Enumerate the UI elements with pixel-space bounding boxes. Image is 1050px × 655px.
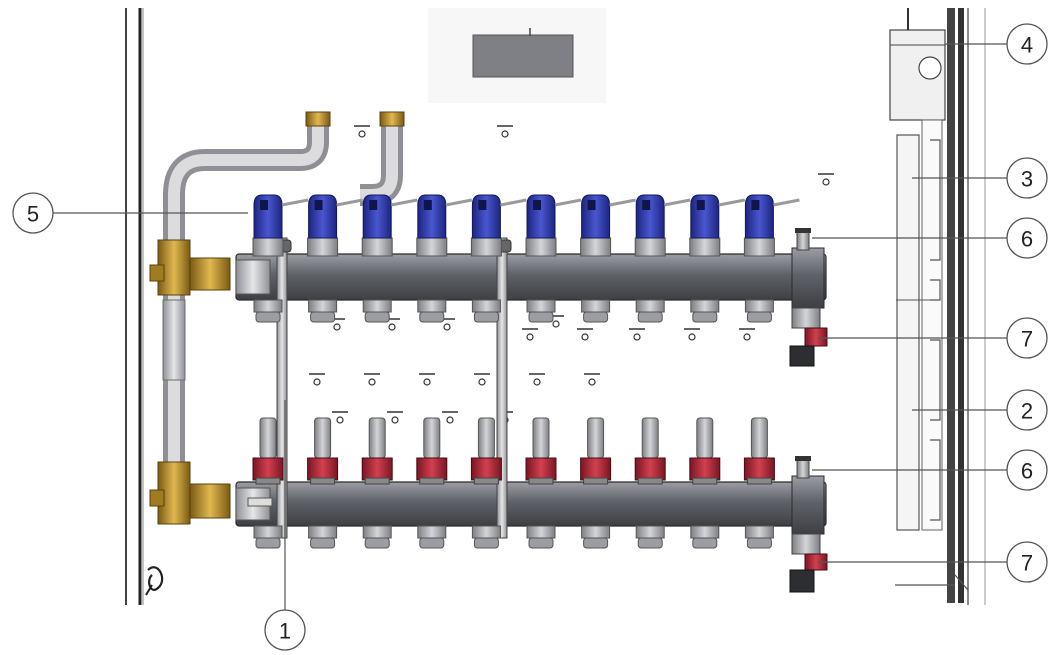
inlet-pipes [162,111,405,465]
return-flowmeter-8 [634,417,666,485]
return-flowmeter-1 [252,417,284,485]
callout-3: 3 [912,157,1048,199]
supply-valve-2 [307,194,363,257]
mounting-hole-9 [629,328,645,341]
supply-manifold [235,247,827,309]
return-flowmeter-9 [689,417,721,485]
supply-outlet-9 [690,299,720,323]
callout-2-label: 2 [1021,399,1033,424]
vent-drain-units [789,228,828,593]
return-flowmeter-6 [525,417,557,485]
return-outlet-1 [253,525,283,549]
callout-7-top: 7 [818,317,1048,359]
mounting-hole-8 [577,328,593,341]
wing-nut-icon [145,566,164,596]
mounting-hole-3 [818,173,834,186]
return-outlet-10 [744,525,774,549]
callout-1-label: 1 [279,619,291,644]
mounting-hole-17 [584,373,600,386]
callout-1: 1 [264,400,306,651]
supply-outlet-1 [253,299,283,323]
mounting-hole-10 [684,328,700,341]
callout-7-top-label: 7 [1021,327,1033,352]
return-outlet-6 [526,525,556,549]
return-outlet-7 [581,525,611,549]
mounting-hole-2 [497,125,513,138]
mounting-hole-14 [419,373,435,386]
return-flowmeter-2 [307,417,339,485]
callout-6-top: 6 [812,217,1048,259]
supply-outlet-6 [526,299,556,323]
callout-5: 5 [12,192,248,234]
mounting-hole-20 [442,411,458,424]
return-flowmeter-10 [743,417,775,485]
supply-valve-7 [580,194,636,257]
supply-valve-4 [416,194,473,257]
return-outlet-5 [471,525,501,549]
mounting-rail [889,8,986,605]
cabinet-frame [125,8,606,605]
callout-2: 2 [912,389,1048,431]
supply-valve-9 [689,194,746,257]
mounting-hole-15 [474,373,490,386]
return-outlet-3 [362,525,392,549]
mounting-hole-13 [364,373,380,386]
supply-outlet-7 [581,299,611,323]
return-outlet-4 [417,525,447,549]
return-outlet-2 [308,525,338,549]
mounting-hole-16 [529,373,545,386]
return-flowmeter-4 [416,417,448,485]
callout-7-bottom: 7 [818,541,1048,583]
supply-outlet-5 [471,299,501,323]
mounting-hole-18 [332,411,348,424]
supply-outlet-4 [417,299,447,323]
return-manifold [235,475,827,535]
supply-valve-3 [361,194,418,257]
callout-7-bottom-label: 7 [1021,551,1033,576]
callout-6-top-label: 6 [1021,227,1033,252]
supply-outlet-10 [744,299,774,323]
callout-4-label: 4 [1021,33,1033,58]
supply-valve-10 [743,194,800,257]
supply-outlet-8 [635,299,665,323]
supply-outlet-3 [362,299,392,323]
callout-4: 4 [945,23,1048,65]
mounting-hole-12 [309,373,325,386]
mounting-hole-19 [387,411,403,424]
supply-outlet-2 [308,299,338,323]
return-flowmeter-3 [361,417,393,485]
supply-valve-5 [470,194,527,257]
return-flowmeter-7 [580,417,612,485]
callout-3-label: 3 [1021,167,1033,192]
supply-valve-8 [634,194,691,257]
mounting-hole-11 [739,328,755,341]
mounting-hole-1 [354,125,370,138]
supply-valve-6 [525,194,582,257]
return-flowmeter-5 [470,417,502,485]
callout-6-bottom: 6 [812,449,1048,491]
supply-valve-1 [252,194,309,257]
ball-valves [149,239,231,525]
mounting-hole-7 [522,328,538,341]
return-outlet-8 [635,525,665,549]
callout-6-bottom-label: 6 [1021,459,1033,484]
return-outlet-9 [690,525,720,549]
callout-5-label: 5 [27,202,39,227]
